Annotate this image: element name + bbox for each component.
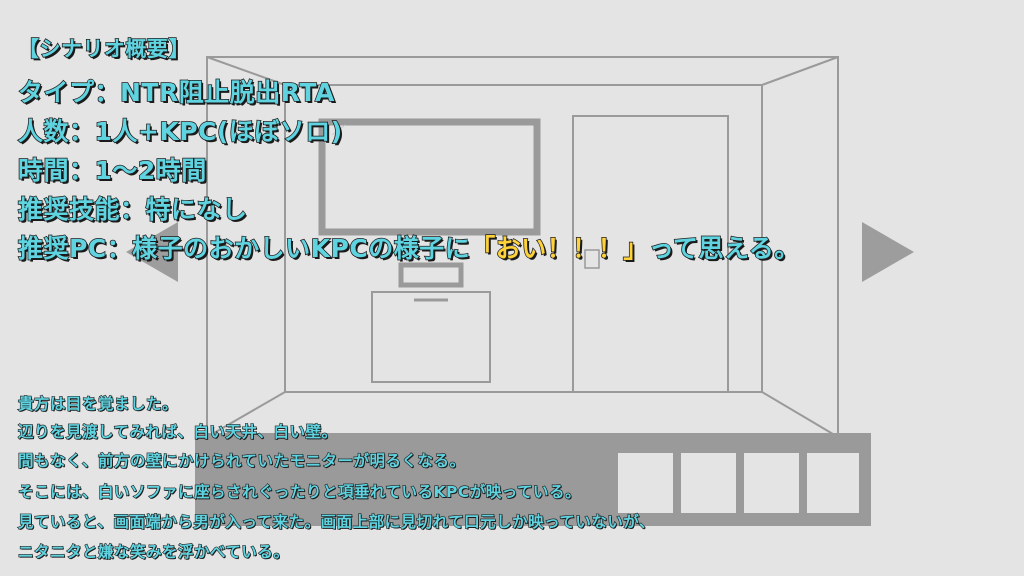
scenario-players: 人数：1人+KPC(ほぼソロ): [17, 116, 343, 147]
story-line: 間もなく、前方の壁にかけられていたモニターが明るくなる。: [17, 451, 466, 470]
story-line: 貴方は目を覚ました。: [17, 394, 179, 413]
wall-panel[interactable]: [398, 262, 464, 288]
story-line: そこには、白いソファに座らされぐったりと項垂れているKPCが映っている。: [17, 482, 582, 501]
left-arrow-icon[interactable]: [126, 222, 178, 282]
cabinet[interactable]: [371, 291, 491, 383]
scenario-skills: 推奨技能：特になし: [17, 194, 248, 225]
pc-line-quote: 「おい！！！」: [469, 233, 649, 264]
monitor[interactable]: [318, 118, 541, 236]
story-line: 見ていると、画面端から男が入って来た。画面上部に見切れて口元しか映っていないが、: [17, 512, 656, 531]
pc-line-prefix: 推奨PC：様子のおかしいKPCの様子に: [17, 233, 471, 264]
scenario-time: 時間：1～2時間: [17, 155, 207, 186]
room-back-wall: [284, 84, 763, 393]
door[interactable]: [572, 115, 729, 393]
pc-line-suffix: って思える。: [648, 233, 800, 264]
scenario-heading: 【シナリオ概要】: [17, 36, 190, 62]
floor-grid: [195, 433, 871, 526]
right-arrow-icon[interactable]: [862, 222, 914, 282]
scenario-recommended-pc: 推奨PC：様子のおかしいKPCの様子に「おい！！！」って思える。: [17, 229, 800, 265]
scenario-type: タイプ：NTR阻止脱出RTA: [17, 77, 335, 108]
story-line: ニタニタと嫌な笑みを浮かべている。: [17, 542, 290, 561]
story-line: 辺りを見渡してみれば、白い天井、白い壁。: [17, 422, 338, 441]
